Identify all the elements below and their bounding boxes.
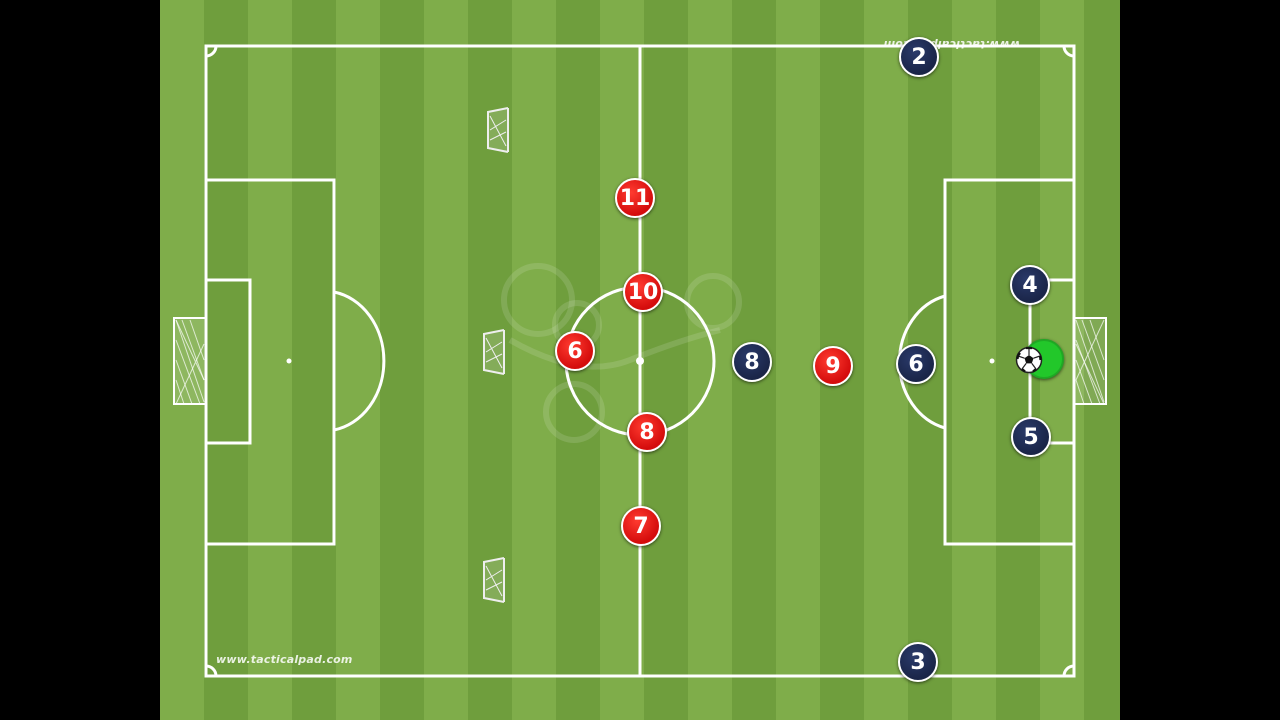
red-player-11[interactable]: 11: [615, 178, 655, 218]
right-penalty-spot: [989, 358, 995, 364]
left-penalty-area: [204, 178, 336, 546]
mini-goal-icon: [483, 557, 505, 603]
centre-spot: [636, 357, 644, 365]
red-player-6[interactable]: 6: [555, 331, 595, 371]
navy-player-8[interactable]: 8: [732, 342, 772, 382]
navy-player-6[interactable]: 6: [896, 344, 936, 384]
red-player-10[interactable]: 10: [623, 272, 663, 312]
left-goal-icon: [173, 317, 207, 405]
corner-arc: [1062, 664, 1075, 677]
corner-arc: [205, 45, 218, 58]
red-player-7[interactable]: 7: [621, 506, 661, 546]
logo-watermark: [501, 263, 742, 443]
corner-arc: [205, 664, 218, 677]
left-penalty-arc: [333, 290, 386, 432]
right-goal-icon: [1073, 317, 1107, 405]
mini-goal-icon: [483, 329, 505, 375]
corner-arc: [1062, 45, 1075, 58]
football-pitch: [173, 44, 1107, 678]
navy-player-5[interactable]: 5: [1011, 417, 1051, 457]
tacticalpad-watermark-bottom: www.tacticalpad.com: [216, 653, 353, 666]
mini-goal-icon: [487, 107, 509, 153]
red-player-9[interactable]: 9: [813, 346, 853, 386]
navy-player-2[interactable]: 2: [899, 37, 939, 77]
navy-player-4[interactable]: 4: [1010, 265, 1050, 305]
left-goal-area: [204, 278, 252, 445]
navy-player-3[interactable]: 3: [898, 642, 938, 682]
tactics-board: www.tacticalpad.com www.tacticalpad.com …: [160, 0, 1120, 720]
red-player-8[interactable]: 8: [627, 412, 667, 452]
left-penalty-spot: [286, 358, 292, 364]
soccer-ball-icon[interactable]: [1015, 346, 1043, 374]
